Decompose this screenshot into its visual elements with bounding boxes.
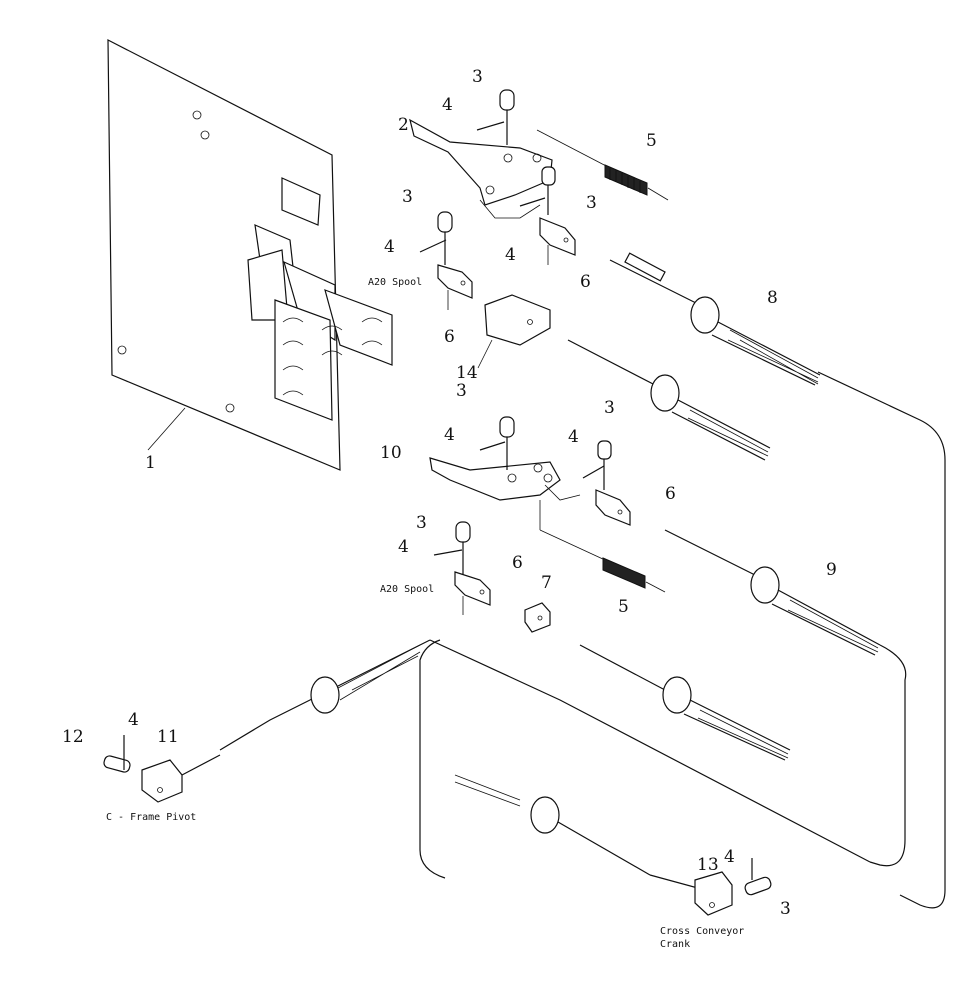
cable-clevis-lower-left: [454, 571, 491, 615]
control-cable-9: [664, 529, 881, 656]
clevis-pin-lower-1: [499, 416, 515, 470]
callout-6: 6: [580, 272, 591, 292]
leader-line-14: [477, 339, 493, 369]
callout-4: 4: [128, 710, 139, 730]
c-frame-pin: [103, 755, 131, 773]
callout-4: 4: [398, 537, 409, 557]
clevis-pin-lower-3: [455, 521, 471, 575]
callout-4: 4: [505, 245, 516, 265]
note-cross-conveyor: Cross Conveyor: [660, 926, 744, 937]
callout-3: 3: [780, 899, 791, 919]
control-cable-middle: [567, 339, 771, 461]
callout-3: 3: [604, 398, 615, 418]
cable-bracket: [484, 294, 551, 346]
callout-4: 4: [724, 847, 735, 867]
callout-4: 4: [442, 95, 453, 115]
callout-3: 3: [586, 193, 597, 213]
cotter-pin-lower-3: [433, 549, 463, 556]
return-spring-upper: [536, 129, 669, 201]
callout-5: 5: [618, 597, 629, 617]
callout-3: 3: [416, 513, 427, 533]
callout-3: 3: [402, 187, 413, 207]
callout-3: 3: [472, 67, 483, 87]
lower-lever: [429, 457, 581, 501]
callout-2: 2: [398, 115, 409, 135]
cable-clevis-upper-right: [539, 217, 576, 265]
cotter-pin-upper-3: [419, 239, 447, 253]
cable-routing-9: [869, 644, 907, 867]
callout-12: 12: [62, 727, 84, 747]
note-c-frame-pivot: C - Frame Pivot: [106, 812, 196, 823]
callout-9: 9: [826, 560, 837, 580]
callout-11: 11: [157, 727, 179, 747]
control-cable-crank: [454, 774, 706, 891]
clevis-pin-upper-2: [541, 166, 556, 215]
callout-4: 4: [568, 427, 579, 447]
callout-10: 10: [380, 443, 402, 463]
callout-6: 6: [444, 327, 455, 347]
cable-clevis-lower-right: [595, 489, 631, 526]
cotter-pin-lower-1: [479, 441, 506, 451]
clevis-pin-upper-3: [437, 211, 453, 265]
crank-clevis: [694, 871, 733, 916]
small-bracket: [524, 602, 551, 633]
note-spool-lower: A20 Spool: [380, 584, 434, 595]
callout-13: 13: [697, 855, 719, 875]
callout-7: 7: [541, 573, 552, 593]
control-cable-8: [609, 252, 821, 386]
mounting-plate: [107, 39, 393, 471]
callout-4: 4: [384, 237, 395, 257]
callout-3: 3: [456, 381, 467, 401]
cotter-pin-upper-1: [476, 121, 505, 131]
cotter-pin-lower-2: [582, 465, 605, 479]
cable-clevis-upper-left: [437, 264, 473, 310]
cotter-pin-upper-2: [519, 197, 546, 207]
control-cable-c-frame: [219, 639, 871, 879]
return-spring-lower: [539, 500, 666, 593]
upper-lever: [409, 118, 553, 219]
callout-14: 14: [456, 363, 478, 383]
leader-line-1: [147, 407, 186, 451]
crank-pin: [744, 876, 772, 896]
clevis-pin-upper-1: [499, 89, 515, 145]
c-frame-clevis: [141, 754, 221, 803]
callout-4: 4: [444, 425, 455, 445]
callout-6: 6: [512, 553, 523, 573]
note-spool-upper: A20 Spool: [368, 277, 422, 288]
callout-1: 1: [145, 453, 156, 473]
note-crank: Crank: [660, 939, 690, 950]
callout-6: 6: [665, 484, 676, 504]
callout-5: 5: [646, 131, 657, 151]
cable-routing-outer: [817, 371, 946, 909]
clevis-pin-lower-2: [597, 440, 612, 490]
control-cable-lower: [579, 644, 791, 761]
callout-8: 8: [767, 288, 778, 308]
